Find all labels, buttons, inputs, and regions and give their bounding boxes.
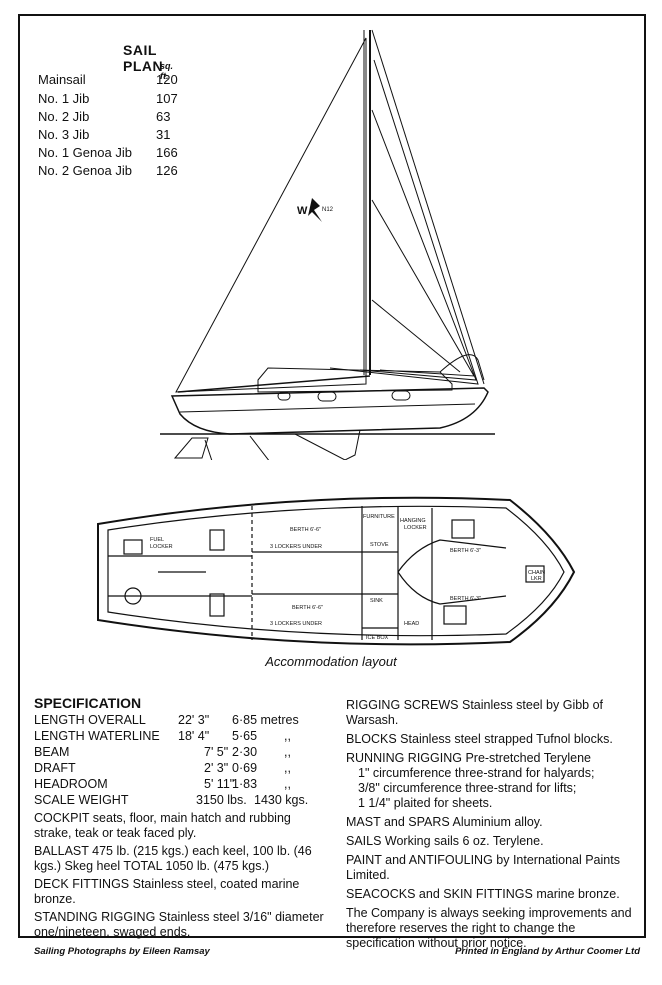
footer-printer: Printed in England by Arthur Coomer Ltd <box>455 946 640 957</box>
spec-paragraph: COCKPIT seats, floor, main hatch and rub… <box>34 811 291 840</box>
svg-text:BERTH 6'-6": BERTH 6'-6" <box>290 527 321 533</box>
sail-plan-unit: sq. ft. <box>160 61 174 81</box>
svg-text:3 LOCKERS UNDER: 3 LOCKERS UNDER <box>270 621 322 627</box>
spec-paragraph: SEACOCKS and SKIN FITTINGS marine bronze… <box>346 887 620 901</box>
svg-text:SINK: SINK <box>370 598 383 604</box>
forehatch <box>451 519 475 539</box>
svg-text:BERTH 6'-3": BERTH 6'-3" <box>450 596 481 602</box>
locker-hatch <box>209 593 225 617</box>
spec-subitem: 3/8" circumference three-strand for lift… <box>358 781 577 795</box>
boom <box>177 375 371 393</box>
bilge-keel <box>173 437 209 459</box>
svg-text:LOCKER: LOCKER <box>150 544 173 550</box>
hull-outline <box>170 387 489 435</box>
spec-left-column: SPECIFICATION LENGTH OVERALL 22' 3" 6·85… <box>34 696 330 940</box>
svg-text:3 LOCKERS UNDER: 3 LOCKERS UNDER <box>270 544 322 550</box>
hull-plan-outline <box>97 496 576 646</box>
figure-caption: Accommodation layout <box>265 654 397 669</box>
porthole <box>317 391 337 402</box>
spec-paragraph: DECK FITTINGS Stainless steel, coated ma… <box>34 877 300 906</box>
spec-paragraph: MAST and SPARS Aluminium alloy. <box>346 815 543 829</box>
forestay <box>371 29 485 385</box>
svg-text:BERTH 6'-3": BERTH 6'-3" <box>450 548 481 554</box>
dimensions-table: LENGTH OVERALL 22' 3" 6·85 metres LENGTH… <box>34 713 309 807</box>
genoa-jib <box>329 59 479 385</box>
spec-paragraph: SAILS Working sails 6 oz. Terylene. <box>346 834 544 848</box>
spec-subitem: 1" circumference three-strand for halyar… <box>358 766 595 780</box>
spec-subitem: 1 1/4" plaited for sheets. <box>358 796 493 810</box>
jib <box>371 199 475 377</box>
spec-paragraph: STANDING RIGGING Stainless steel 3/16" d… <box>34 910 324 939</box>
porthole <box>391 390 411 401</box>
svg-text:LKR: LKR <box>531 576 542 582</box>
spec-paragraph: The Company is always seeking improvemen… <box>346 906 632 950</box>
jib <box>359 109 477 381</box>
locker-hatch <box>209 529 225 551</box>
svg-text:BERTH 6'-6": BERTH 6'-6" <box>292 605 323 611</box>
spec-paragraph: BALLAST 475 lb. (215 kgs.) each keel, 10… <box>34 844 312 873</box>
footer-credit: Sailing Photographs by Eileen Ramsay <box>34 946 210 957</box>
page-border <box>18 14 646 938</box>
spec-right-column: RIGGING SCREWS Stainless steel by Gibb o… <box>346 698 642 951</box>
svg-text:LOCKER: LOCKER <box>404 525 427 531</box>
mainsail <box>175 37 367 393</box>
sail-emblem-icon <box>308 198 322 222</box>
spec-paragraph: PAINT and ANTIFOULING by International P… <box>346 853 620 882</box>
sail-number: N12 <box>322 207 334 213</box>
jib-leech <box>371 299 461 373</box>
chain-locker <box>525 565 545 583</box>
cabin-top <box>257 367 453 393</box>
spec-heading: SPECIFICATION <box>34 695 142 711</box>
sail-letter: W <box>297 205 308 217</box>
spec-paragraph: RUNNING RIGGING Pre-stretched Terylene <box>346 751 591 765</box>
fuel-locker <box>123 539 143 555</box>
bilge-keel <box>204 435 270 460</box>
boot-line <box>179 403 476 413</box>
inner-hull-line <box>107 505 565 637</box>
svg-text:FURNITURE: FURNITURE <box>363 514 395 520</box>
spec-paragraph: RIGGING SCREWS Stainless steel by Gibb o… <box>346 698 604 727</box>
svg-text:CHAIN: CHAIN <box>528 570 545 576</box>
svg-text:HANGING: HANGING <box>400 518 426 524</box>
porthole <box>277 391 291 401</box>
svg-text:HEAD: HEAD <box>404 621 419 627</box>
svg-text:FUEL: FUEL <box>150 537 164 543</box>
forehatch <box>443 605 467 625</box>
svg-text:ICE BOX: ICE BOX <box>366 635 389 641</box>
skeg-rudder <box>294 429 361 460</box>
cockpit-drain <box>124 587 142 605</box>
accommodation-layout-drawing: FUEL LOCKER BERTH 6'-6" 3 LOCKERS UNDER … <box>97 496 576 646</box>
spec-paragraph: BLOCKS Stainless steel strapped Tufnol b… <box>346 732 613 746</box>
svg-text:STOVE: STOVE <box>370 542 389 548</box>
sail-plan-drawing: W N12 <box>160 29 495 460</box>
sail-plan-title: SAIL PLAN <box>123 42 164 74</box>
